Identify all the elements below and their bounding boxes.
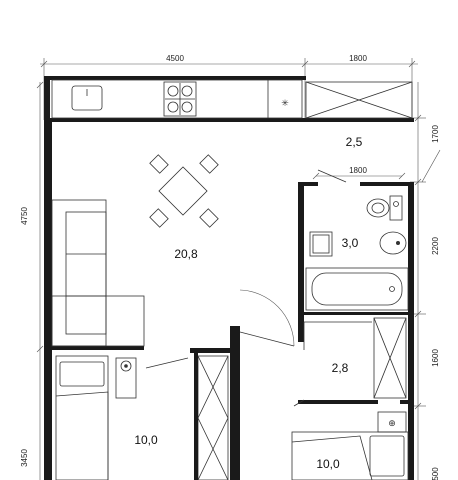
stove-icon [163,81,197,117]
dining-table-icon [149,154,219,228]
corridor-closet [303,317,407,399]
bed-left-icon [55,355,109,480]
storage-closet [305,81,413,119]
dim-bath-width: 1800 [349,166,367,175]
toilet-icon [366,195,403,221]
area-corridor: 2,8 [332,361,349,375]
area-living: 20,8 [174,247,198,261]
bathtub-icon [305,267,409,311]
sofa-icon [51,199,145,347]
area-hall: 2,5 [346,135,363,149]
bed-right-icon [291,431,409,480]
nightstand-icon [115,357,137,399]
svg-text:⊕: ⊕ [388,419,396,429]
dim-left-living: 4750 [20,207,29,225]
walls [44,76,414,480]
dim-right-bath: 2200 [431,237,440,255]
fridge-icon: ✳ [281,99,289,109]
dim-top-storage: 1800 [349,54,367,63]
area-bedroom-right: 10,0 [316,457,340,471]
washing-machine-icon [309,231,333,257]
dim-right-upper: 1700 [431,125,440,143]
dim-right-corridor: 1600 [431,349,440,367]
hall-door [239,169,347,347]
washbasin-icon [379,231,407,255]
wardrobe [194,352,229,480]
area-bathroom: 3,0 [342,236,359,250]
kitchen-counter: ✳ [51,79,303,119]
area-bedroom-left: 10,0 [134,433,158,447]
dim-right-bedroom: 500 [431,467,440,480]
sink-icon [71,85,103,111]
dim-top-kitchen: 4500 [166,54,184,63]
dimension-lines [36,58,441,480]
bathroom-fixtures [305,195,409,311]
dim-left-bedroom: 3450 [20,449,29,467]
nightstand-right-icon: ⊕ [377,411,407,433]
